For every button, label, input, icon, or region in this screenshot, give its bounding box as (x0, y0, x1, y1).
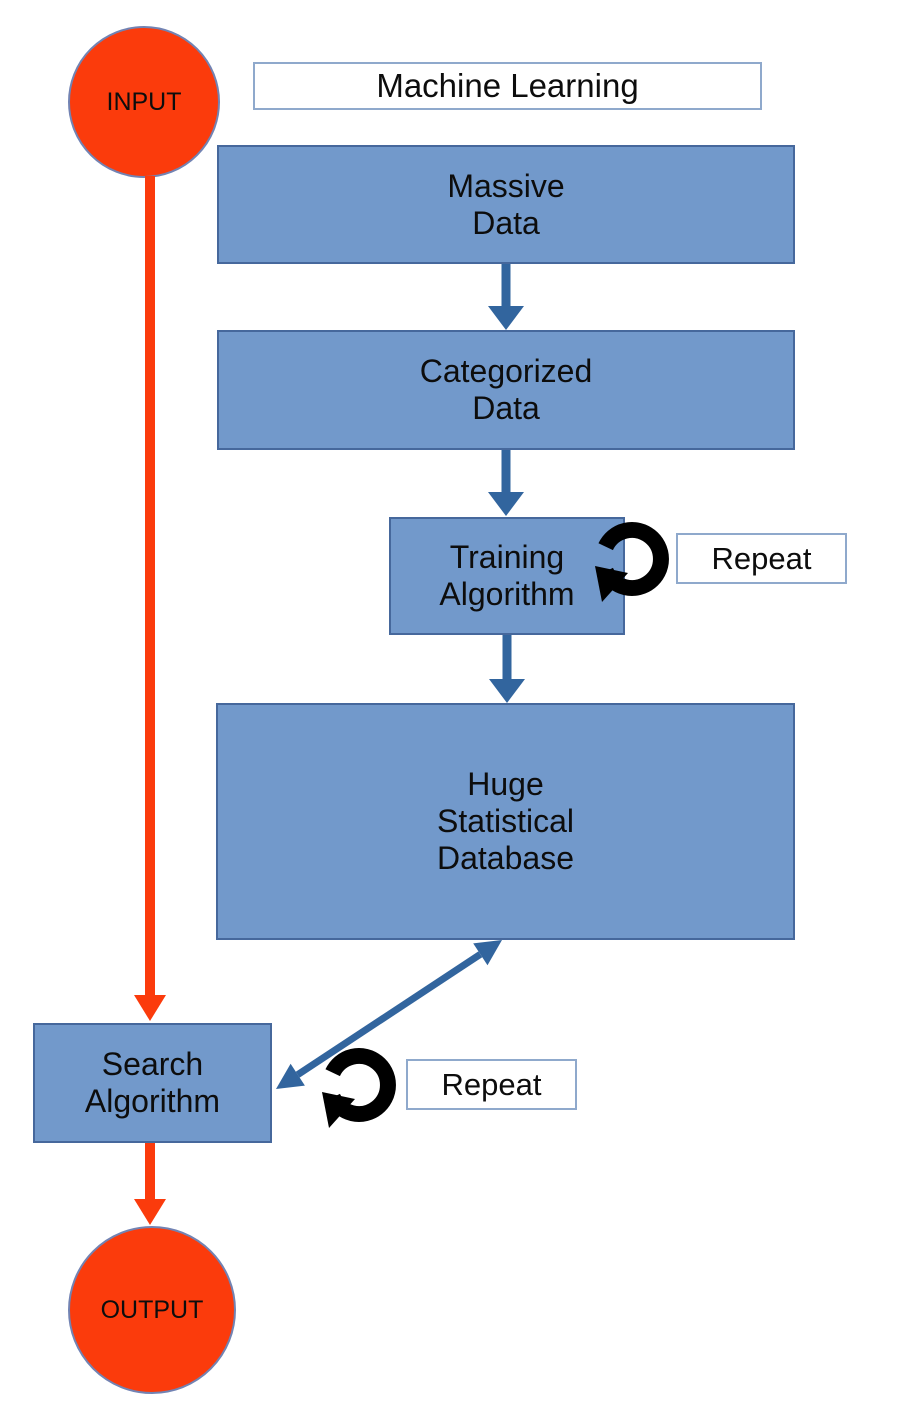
training-algorithm-line2: Algorithm (439, 576, 575, 612)
training-algorithm-node[interactable]: Training Algorithm (389, 517, 625, 635)
repeat-label-training: Repeat (711, 540, 812, 576)
training-algorithm-line1: Training (449, 539, 565, 575)
input-node[interactable]: INPUT (68, 26, 220, 178)
categorized-data-line1: Categorized (419, 353, 593, 389)
repeat-cycle-icon-search (322, 1048, 396, 1128)
arrow-massive-to-categorized (488, 264, 524, 330)
search-algorithm-line2: Algorithm (84, 1083, 221, 1119)
statistical-database-line3: Database (437, 840, 574, 876)
categorized-data-line2: Data (472, 390, 540, 426)
search-algorithm-line1: Search (101, 1046, 204, 1082)
massive-data-line2: Data (472, 204, 540, 241)
repeat-label-search: Repeat (441, 1066, 542, 1102)
arrow-categorized-to-training (488, 450, 524, 516)
repeat-label-box-training: Repeat (676, 533, 847, 584)
diagram-title-box: Machine Learning (253, 62, 762, 110)
arrow-input-to-search (134, 176, 166, 1021)
statistical-database-line1: Huge (467, 766, 544, 802)
diagram-title: Machine Learning (376, 67, 639, 104)
repeat-label-box-search: Repeat (406, 1059, 577, 1110)
categorized-data-node[interactable]: Categorized Data (217, 330, 795, 450)
massive-data-line1: Massive (447, 167, 565, 204)
search-algorithm-node[interactable]: Search Algorithm (33, 1023, 272, 1143)
output-node[interactable]: OUTPUT (68, 1226, 236, 1394)
input-label: INPUT (106, 87, 182, 116)
statistical-database-line2: Statistical (437, 803, 574, 839)
statistical-database-node[interactable]: Huge Statistical Database (216, 703, 795, 940)
arrow-search-to-output (134, 1143, 166, 1225)
arrow-training-to-database (489, 635, 525, 703)
massive-data-node[interactable]: Massive Data (217, 145, 795, 264)
output-label: OUTPUT (100, 1295, 204, 1324)
